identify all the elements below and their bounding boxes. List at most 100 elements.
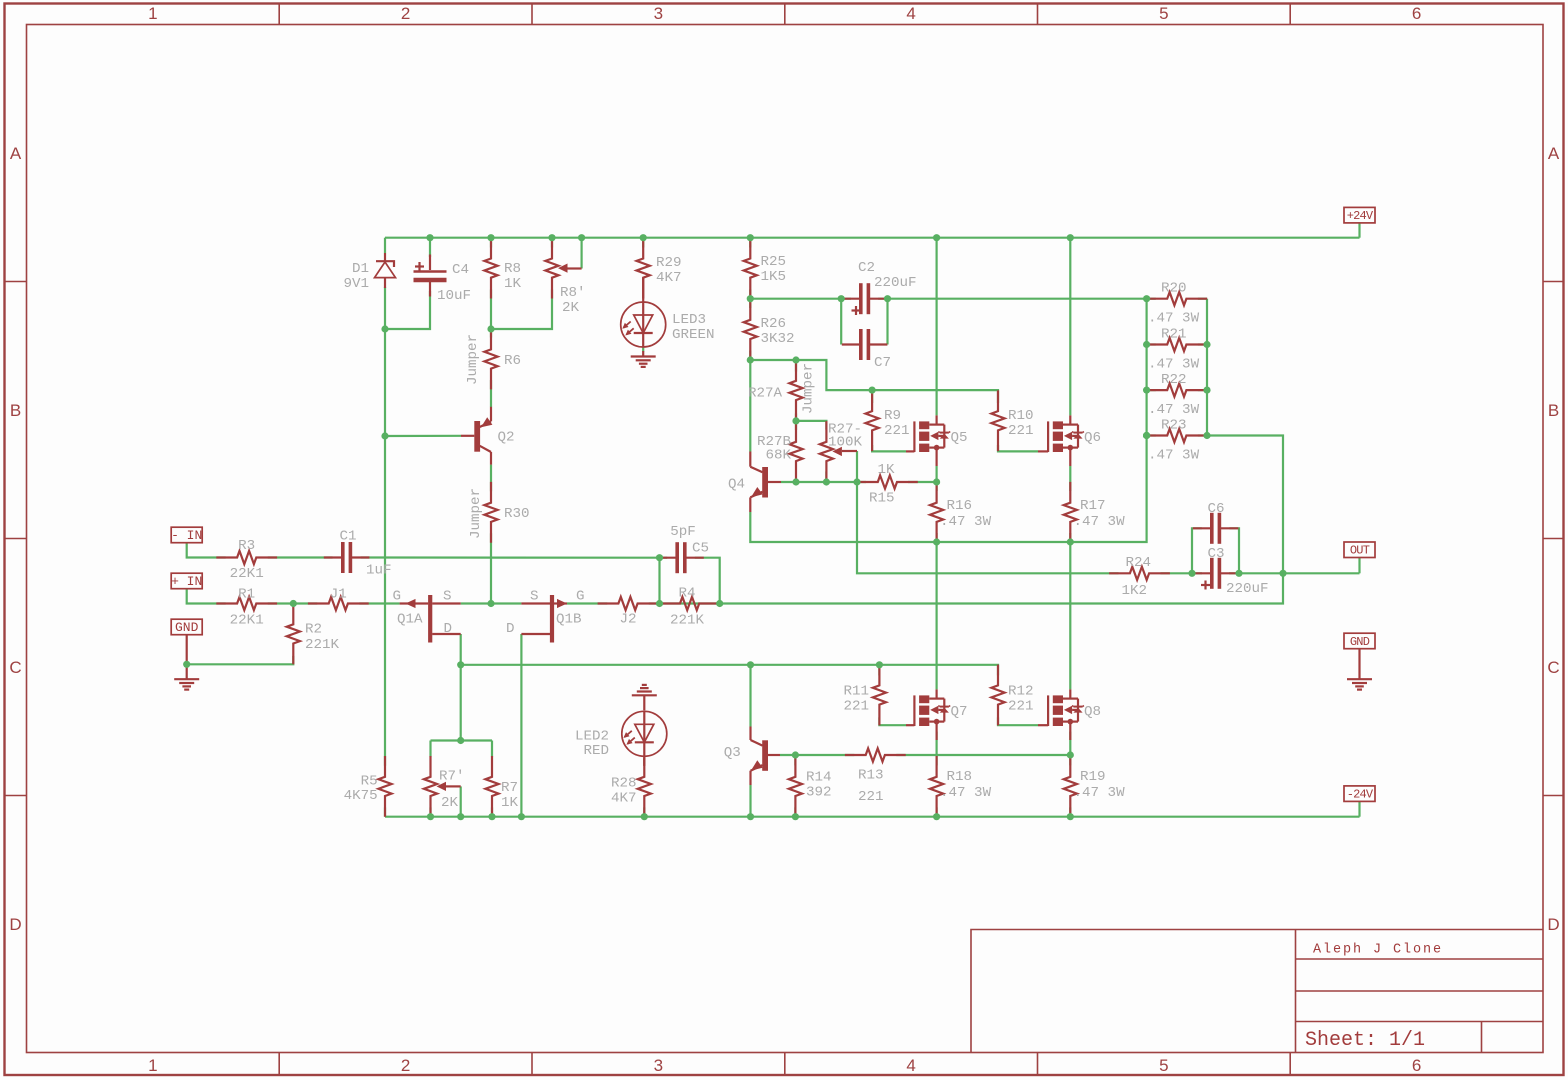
svg-text:4: 4 [906, 1056, 915, 1075]
svg-text:Q7: Q7 [951, 704, 968, 720]
svg-text:B: B [10, 401, 21, 420]
svg-text:R21: R21 [1161, 327, 1187, 343]
svg-text:S: S [530, 589, 539, 605]
svg-text:4K75: 4K75 [344, 788, 378, 804]
svg-text:Q6: Q6 [1084, 430, 1101, 446]
svg-text:OUT: OUT [1350, 544, 1370, 558]
svg-text:5: 5 [1159, 4, 1168, 23]
svg-text:4: 4 [906, 4, 915, 23]
svg-text:1: 1 [148, 1056, 157, 1075]
svg-text:C5: C5 [692, 541, 709, 557]
svg-text:.47 3W: .47 3W [1148, 402, 1200, 418]
svg-text:Q3: Q3 [724, 745, 741, 761]
svg-text:+ IN: + IN [171, 574, 202, 589]
svg-text:.47 3W: .47 3W [1148, 448, 1200, 464]
svg-text:.47 3W: .47 3W [1148, 357, 1200, 373]
svg-text:.47 3W: .47 3W [940, 514, 992, 530]
svg-text:6: 6 [1412, 4, 1421, 23]
svg-text:R8': R8' [560, 285, 586, 301]
svg-text:R23: R23 [1161, 418, 1187, 434]
svg-text:J2: J2 [619, 612, 636, 628]
svg-text:GND: GND [175, 620, 199, 635]
svg-text:Jumper: Jumper [468, 488, 484, 539]
svg-text:R12: R12 [1008, 684, 1034, 700]
svg-text:1: 1 [148, 4, 157, 23]
svg-text:D: D [9, 915, 21, 934]
svg-text:22K1: 22K1 [230, 566, 264, 582]
svg-text:R14: R14 [806, 770, 832, 786]
svg-text:R9: R9 [884, 408, 901, 424]
svg-text:3: 3 [654, 4, 663, 23]
svg-text:R15: R15 [869, 491, 895, 507]
svg-text:D1: D1 [352, 261, 369, 277]
svg-text:2: 2 [401, 4, 410, 23]
svg-text:5pF: 5pF [670, 524, 696, 540]
svg-text:G: G [576, 589, 585, 605]
svg-text:Q1A: Q1A [397, 612, 423, 628]
svg-text:10uF: 10uF [437, 288, 471, 304]
svg-text:Jumper: Jumper [801, 363, 817, 414]
svg-text:Q8: Q8 [1084, 704, 1101, 720]
svg-text:221: 221 [843, 699, 869, 715]
svg-text:R7: R7 [501, 780, 518, 796]
svg-text:.47 3W: .47 3W [1148, 311, 1200, 327]
svg-text:R3: R3 [238, 538, 255, 554]
svg-text:R28: R28 [611, 776, 637, 792]
svg-text:LED3: LED3 [672, 312, 706, 328]
svg-text:R4: R4 [678, 586, 695, 602]
svg-text:R8: R8 [504, 261, 521, 277]
svg-text:C: C [1547, 658, 1559, 677]
svg-text:.47 3W: .47 3W [1074, 785, 1126, 801]
svg-text:221: 221 [1008, 699, 1034, 715]
svg-text:R22: R22 [1161, 372, 1187, 388]
svg-text:22K1: 22K1 [230, 613, 264, 629]
svg-text:Q5: Q5 [951, 430, 968, 446]
svg-text:100K: 100K [828, 435, 863, 451]
svg-text:G: G [393, 589, 402, 605]
svg-text:6: 6 [1412, 1056, 1421, 1075]
svg-text:R18: R18 [947, 769, 973, 785]
svg-text:R1: R1 [238, 587, 255, 603]
svg-text:R10: R10 [1008, 408, 1034, 424]
svg-text:.47 3W: .47 3W [1074, 514, 1126, 530]
svg-text:J1: J1 [330, 587, 347, 603]
svg-text:Sheet: 1/1: Sheet: 1/1 [1305, 1029, 1425, 1052]
svg-text:Aleph J Clone: Aleph J Clone [1313, 943, 1443, 958]
svg-text:1K2: 1K2 [1122, 583, 1148, 599]
svg-text:Q2: Q2 [498, 430, 515, 446]
svg-text:9V1: 9V1 [343, 276, 369, 292]
svg-text:1uF: 1uF [366, 563, 392, 579]
svg-text:C: C [9, 658, 21, 677]
svg-text:68K: 68K [765, 448, 791, 464]
svg-text:.47 3W: .47 3W [940, 785, 992, 801]
svg-text:C6: C6 [1208, 501, 1225, 517]
svg-text:D: D [444, 621, 453, 637]
svg-text:Q1B: Q1B [556, 612, 582, 628]
svg-text:R26: R26 [761, 316, 787, 332]
svg-text:R25: R25 [761, 254, 787, 270]
svg-text:R7': R7' [439, 769, 465, 785]
svg-text:R29: R29 [656, 255, 682, 271]
svg-text:3: 3 [654, 1056, 663, 1075]
svg-text:A: A [1548, 144, 1560, 163]
svg-text:R11: R11 [843, 684, 869, 700]
svg-text:R5: R5 [361, 774, 378, 790]
svg-text:3K32: 3K32 [761, 331, 795, 347]
svg-text:221: 221 [884, 423, 910, 439]
svg-text:-24V: -24V [1347, 788, 1374, 802]
svg-text:221K: 221K [305, 637, 340, 653]
svg-text:R30: R30 [504, 506, 530, 522]
svg-text:2K: 2K [562, 300, 580, 316]
svg-text:RED: RED [583, 743, 609, 759]
svg-text:GREEN: GREEN [672, 327, 715, 343]
svg-text:C1: C1 [339, 529, 356, 545]
svg-text:R16: R16 [947, 498, 973, 514]
svg-text:2K: 2K [441, 795, 459, 811]
svg-text:Jumper: Jumper [465, 334, 481, 385]
svg-text:C2: C2 [858, 260, 875, 276]
svg-text:B: B [1548, 401, 1559, 420]
svg-text:Q4: Q4 [728, 477, 745, 493]
svg-text:R13: R13 [858, 768, 884, 784]
svg-text:R19: R19 [1080, 769, 1106, 785]
svg-text:A: A [10, 144, 22, 163]
